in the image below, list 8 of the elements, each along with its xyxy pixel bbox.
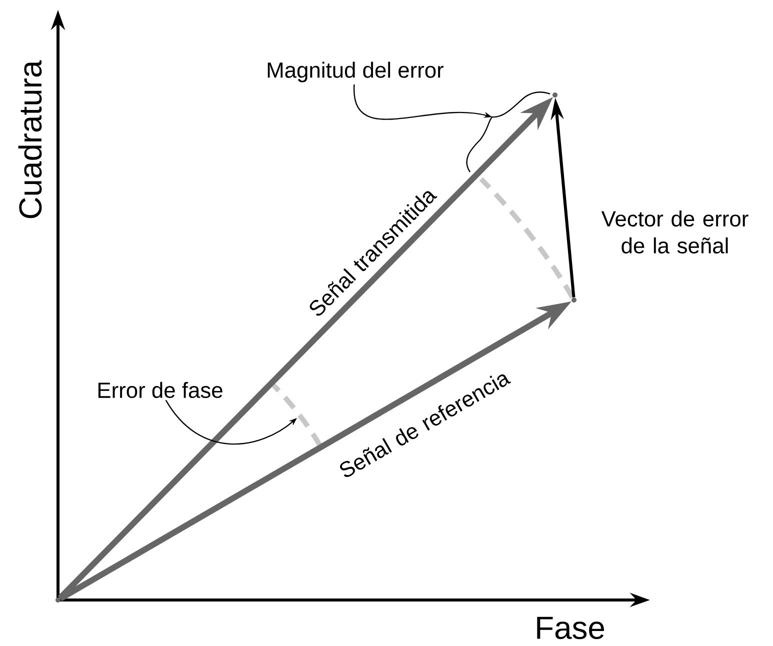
vector-point bbox=[572, 297, 576, 302]
vector-point bbox=[552, 92, 558, 98]
edge-label: Vector de error de la señal bbox=[601, 210, 748, 254]
callout-text: Error de fase bbox=[98, 382, 222, 398]
axis-label: Fase bbox=[537, 616, 604, 640]
axis-label: Cuadratura bbox=[18, 60, 42, 218]
vector-point bbox=[56, 597, 60, 602]
callout-text: Magnitud del error bbox=[268, 62, 444, 82]
